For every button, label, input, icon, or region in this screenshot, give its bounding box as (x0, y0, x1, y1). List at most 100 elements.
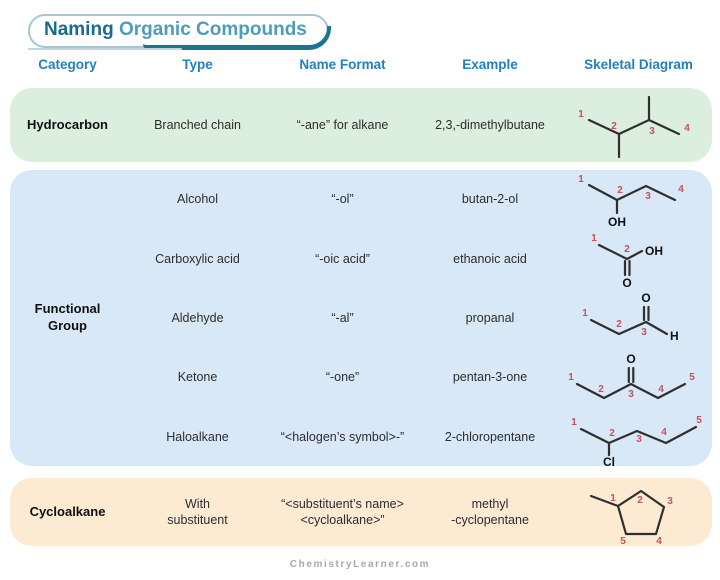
oxygen-label: O (622, 276, 631, 288)
title-rest: Organic Compounds (118, 19, 307, 40)
methylcyclopentane-skeleton-diagram: 1 2 3 4 5 (589, 489, 673, 545)
dimethylbutane-skeleton-diagram: 1 2 3 4 (578, 95, 690, 159)
carbon-number-label: 2 (637, 495, 643, 506)
bond (575, 383, 687, 400)
bond (644, 320, 668, 336)
carbon-number-label: 5 (620, 536, 626, 545)
bond (589, 318, 647, 336)
name-format-cell: “-ol” (331, 192, 354, 207)
chlorine-label: Cl (603, 455, 615, 467)
hydrogen-label: H (670, 329, 679, 343)
bond (579, 425, 698, 444)
carbon-number-label: 2 (617, 185, 623, 196)
column-header-category: Category (38, 57, 97, 72)
carbon-number-label: 3 (667, 496, 673, 507)
name-format-cell: “-oic acid” (315, 251, 370, 266)
section-hydrocarbon: Hydrocarbon Branched chain “-ane” for al… (10, 88, 712, 162)
category-label-cycloalkane: Cycloalkane (29, 503, 106, 519)
table-row: Cycloalkane With substituent “<substitue… (10, 478, 712, 546)
butanol-skeleton-diagram: OH 1 2 3 4 (578, 174, 684, 229)
page-title: Naming Organic Compounds (28, 14, 331, 50)
column-header-name-format: Name Format (299, 57, 386, 72)
diagram-cell: O H 1 2 3 (565, 289, 712, 347)
carbon-number-label: 1 (568, 372, 574, 383)
ring-bond (616, 489, 666, 536)
type-cell: Alcohol (177, 192, 218, 207)
hydroxyl-label: OH (645, 244, 663, 258)
carbon-number-label: 2 (598, 384, 604, 395)
table-header-row: Category Type Name Format Example Skelet… (10, 57, 712, 72)
carbon-number-label: 5 (689, 372, 695, 383)
table-row: Ketone “-one” pentan-3-one O 1 2 3 4 5 (10, 348, 712, 407)
carbon-number-label: 4 (656, 536, 662, 545)
title-emphasis: Naming (44, 19, 114, 40)
bond (597, 243, 628, 260)
section-cycloalkane: Cycloalkane With substituent “<substitue… (10, 478, 712, 546)
category-label-functional-group: Functional Group (34, 301, 101, 333)
table-row: Alcohol “-ol” butan-2-ol OH 1 2 3 4 (10, 170, 712, 229)
table-row: Carboxylic acid “-oic acid” ethanoic aci… (10, 229, 712, 288)
diagram-cell: O 1 2 3 4 5 (565, 348, 712, 406)
carbon-number-label: 2 (624, 244, 630, 255)
category-label-hydrocarbon: Hydrocarbon (27, 116, 108, 132)
table-row: Haloalkane “<halogen’s symbol>-” 2-chlor… (10, 407, 712, 467)
carbon-number-label: 1 (571, 417, 577, 428)
type-cell: Aldehyde (171, 310, 224, 325)
carbon-number-label: 1 (582, 308, 588, 319)
example-cell: ethanoic acid (453, 251, 527, 266)
name-format-cell: “<substituent’s name> <cycloalkane>” (281, 496, 404, 527)
carbon-number-label: 4 (658, 384, 664, 395)
oxygen-label: O (626, 352, 635, 366)
carbon-number-label: 3 (628, 389, 634, 400)
carbon-number-label: 4 (661, 427, 667, 438)
carbon-number-label: 5 (696, 415, 702, 426)
carbon-number-label: 3 (645, 191, 651, 202)
carbon-number-label: 3 (649, 126, 655, 137)
diagram-cell: OH O 1 2 (565, 230, 712, 288)
carbon-number-label: 1 (610, 493, 616, 504)
carbon-number-label: 1 (591, 233, 597, 244)
ethanoic-acid-skeleton-diagram: OH O 1 2 (591, 233, 663, 288)
carbon-number-label: 2 (609, 428, 615, 439)
bond (587, 183, 676, 201)
column-header-example: Example (462, 57, 518, 72)
carbon-number-label: 4 (678, 184, 684, 195)
example-cell: butan-2-ol (461, 192, 519, 207)
chloropentane-skeleton-diagram: Cl 1 2 3 4 5 (571, 415, 702, 467)
title-underline-decoration (28, 48, 183, 50)
column-header-type: Type (182, 57, 213, 72)
type-cell: Ketone (177, 370, 218, 385)
carbon-number-label: 1 (578, 109, 584, 120)
table-row: Hydrocarbon Branched chain “-ane” for al… (10, 88, 712, 162)
diagram-cell: Cl 1 2 3 4 5 (565, 407, 712, 467)
type-cell: Haloalkane (166, 429, 229, 444)
carbon-number-label: 1 (578, 174, 584, 185)
diagram-cell: OH 1 2 3 4 (565, 171, 712, 229)
type-cell: With substituent (167, 496, 228, 527)
website-credit: ChemistryLearner.com (289, 559, 431, 570)
pentanone-skeleton-diagram: O 1 2 3 4 5 (568, 352, 695, 400)
methyl-bond (589, 494, 620, 508)
name-format-cell: “-al” (331, 310, 354, 325)
example-cell: 2,3,-dimethylbutane (435, 117, 545, 132)
example-cell: pentan-3-one (452, 370, 528, 385)
bond (587, 118, 680, 136)
example-cell: 2-chloropentane (444, 429, 536, 444)
carbon-number-label: 3 (636, 434, 642, 445)
diagram-cell: 1 2 3 4 5 (565, 479, 712, 545)
carbon-number-label: 3 (641, 327, 647, 338)
type-cell: Branched chain (154, 117, 241, 132)
propanal-skeleton-diagram: O H 1 2 3 (582, 291, 679, 343)
section-functional-group: Functional Group Alcohol “-ol” butan-2-o… (10, 170, 712, 467)
column-header-skeletal-diagram: Skeletal Diagram (584, 57, 693, 72)
example-cell: methyl -cyclopentane (451, 496, 529, 527)
carbon-number-label: 2 (616, 319, 622, 330)
carbon-number-label: 2 (611, 121, 617, 132)
name-format-cell: “-ane” for alkane (296, 117, 389, 132)
diagram-cell: 1 2 3 4 (565, 89, 712, 161)
example-cell: propanal (465, 310, 515, 325)
oxygen-label: O (641, 291, 650, 305)
title-swoosh-decoration (142, 26, 331, 50)
carbon-number-label: 4 (684, 123, 690, 134)
